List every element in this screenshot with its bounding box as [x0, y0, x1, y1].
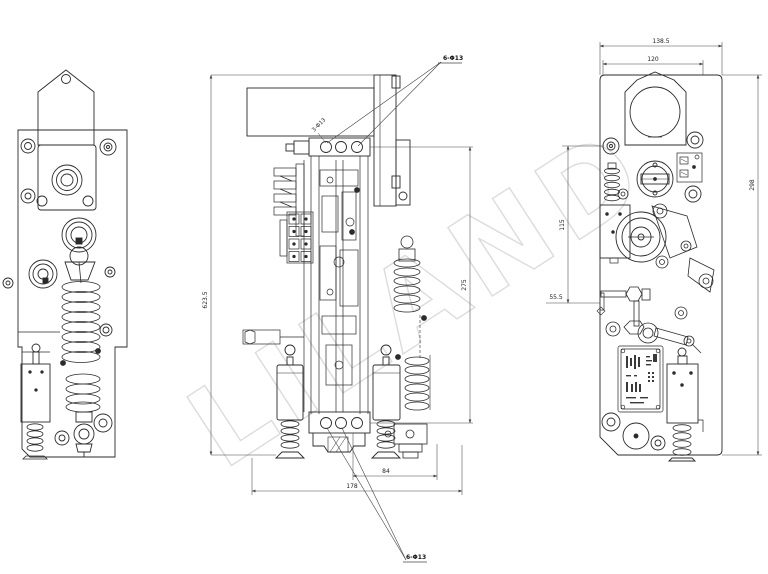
side-right-foot-assembly [384, 423, 428, 459]
front-top-bracket [37, 69, 95, 146]
dim-base-depth: 178 [346, 483, 358, 490]
side-terminal-block [279, 211, 314, 264]
dim-rear-overall-width: 138.5 [652, 38, 669, 45]
side-left-solenoid [274, 344, 306, 459]
front-main-spring [60, 261, 101, 366]
dim-overall-height: 623.5 [202, 291, 209, 308]
side-dimensions [209, 61, 473, 563]
side-left-bolt-bracket [242, 329, 304, 345]
front-side-bolt [104, 266, 116, 278]
callout-top-holes: 6-Φ13 [443, 55, 463, 62]
rear-connector-box [676, 152, 703, 183]
rear-view: 138.5 120 298 115 55.5 [546, 38, 762, 462]
side-bottom-plate [308, 411, 371, 453]
dim-hole-row-span: 275 [461, 279, 468, 291]
side-fin-stack [273, 163, 305, 237]
side-housing [303, 156, 369, 414]
rear-latch-block [599, 204, 631, 264]
dim-rear-foot-offset: 55.5 [549, 294, 563, 301]
rear-upper-bracket [651, 203, 715, 293]
callout-bottom-holes: 6-Φ13 [406, 554, 426, 561]
rear-dimensions [546, 42, 762, 456]
rear-top-bracket [624, 71, 687, 146]
hole-note: 3-Φ13 [311, 117, 327, 133]
rear-latch-spring [604, 162, 629, 202]
side-top-plate [285, 137, 371, 157]
rear-bottom-bolts [601, 412, 666, 451]
front-spring-bolt [99, 323, 113, 337]
front-secondary-spring [65, 373, 101, 413]
front-corner-bolts [20, 138, 117, 207]
dim-rear-overall-height: 298 [749, 179, 756, 191]
front-damper-block [20, 343, 51, 423]
dim-rear-side-height: 115 [559, 219, 566, 231]
front-view [2, 69, 128, 460]
side-right-solenoid [370, 344, 402, 459]
front-shaft-assembly [61, 217, 97, 281]
rear-plate-outline [599, 74, 723, 456]
side-lower-spring [404, 355, 431, 411]
rear-cam [615, 211, 667, 263]
front-top-hole [61, 74, 71, 84]
front-left-roller [2, 259, 58, 289]
side-right-panel [373, 74, 411, 207]
front-motor-plate [37, 144, 97, 211]
front-damper-spring [22, 423, 48, 460]
front-ball-joint [54, 411, 113, 457]
rear-hex-link [596, 286, 688, 337]
dim-rear-inner-width: 120 [647, 56, 659, 63]
rear-solenoid [666, 347, 704, 462]
rear-ball-linkage [623, 320, 702, 354]
front-motor-circles [51, 164, 83, 196]
side-upper-spring [393, 235, 427, 360]
rear-nameplate [617, 345, 664, 413]
dim-hole-pitch: 84 [382, 468, 390, 475]
nameplate-text-marks [626, 354, 657, 404]
side-view: 623.5 275 84 178 6-Φ13 6-Φ13 3-Φ13 [202, 55, 473, 563]
front-plate-outline [17, 129, 128, 458]
rear-shaft-flange [636, 160, 674, 198]
